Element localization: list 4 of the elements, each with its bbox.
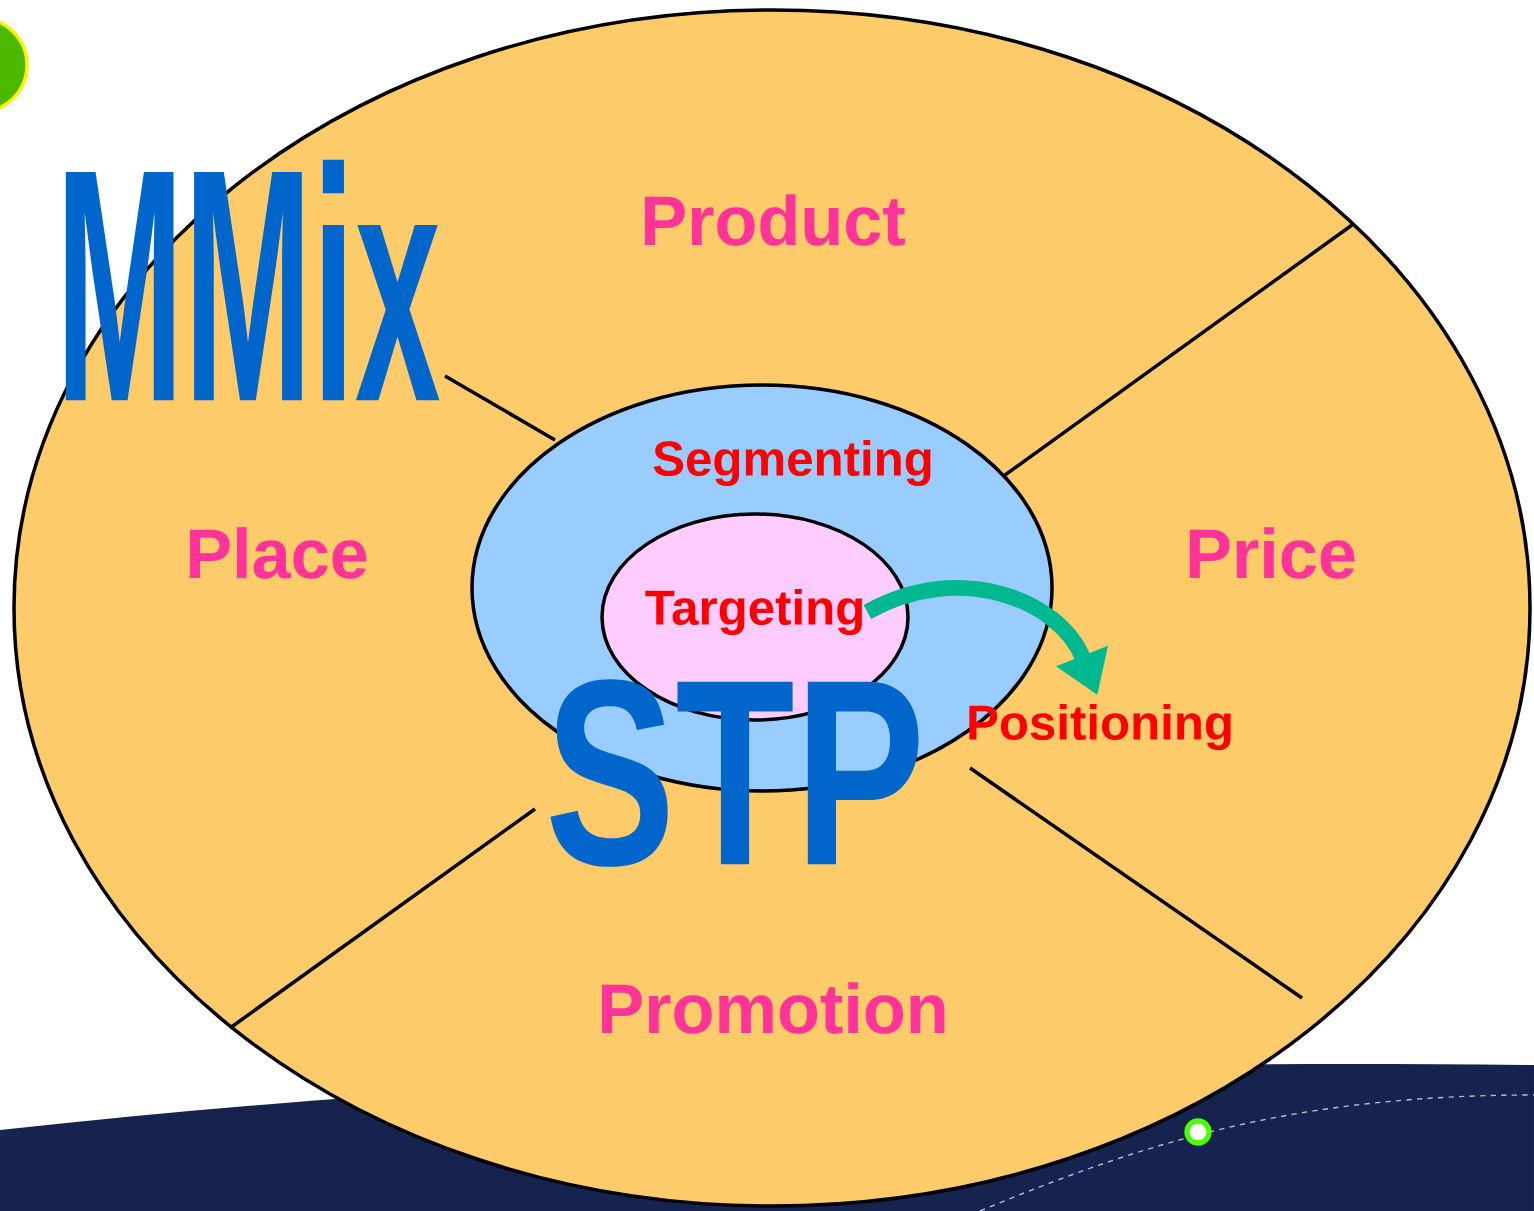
sector-label: Promotion — [602, 982, 945, 1034]
sector-label: Price — [1189, 527, 1355, 579]
sector-label: Place — [189, 527, 367, 579]
sector-label: Product — [644, 194, 905, 246]
